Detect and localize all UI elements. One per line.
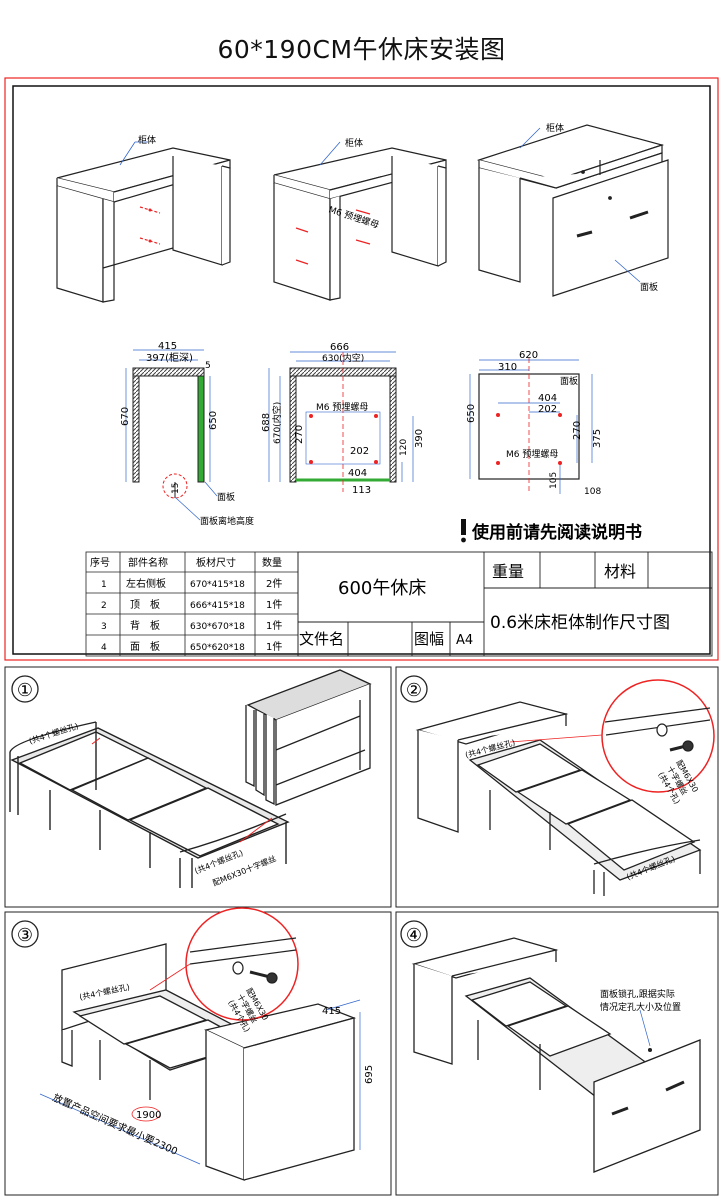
step-2-panel	[395, 666, 719, 908]
dim-5: 5	[205, 361, 211, 371]
dim-650-panel: 650	[466, 404, 477, 423]
cabinet-3d-view-1	[56, 147, 231, 303]
table-cell: 面 板	[130, 640, 160, 653]
table-cell: 2件	[266, 578, 282, 590]
panel-view	[469, 358, 593, 494]
dim-688: 688	[261, 413, 272, 432]
dim-666: 666	[330, 342, 349, 353]
dim-108: 108	[584, 487, 601, 497]
material-label: 材料	[604, 562, 636, 581]
dim-375: 375	[592, 429, 603, 448]
dim-113: 113	[352, 485, 371, 496]
step-1-number: ①	[17, 680, 33, 701]
dim-404-panel: 404	[538, 393, 557, 404]
dim-670-back: 670(内空)	[271, 402, 283, 444]
dim-120: 120	[399, 439, 409, 456]
warning-icon	[461, 519, 466, 535]
table-cell: 666*415*18	[190, 601, 245, 611]
dim-202-panel: 202	[538, 404, 557, 415]
filename-label: 文件名	[299, 630, 344, 648]
step-3-number: ③	[17, 925, 33, 946]
table-cell: 650*620*18	[190, 643, 245, 653]
dim-310: 310	[498, 362, 517, 373]
notice-text: 使用前请先阅读说明书	[471, 522, 642, 543]
table-cell: 1件	[266, 641, 282, 653]
product-name: 600午休床	[338, 578, 426, 599]
step-4-number: ④	[406, 925, 422, 946]
panel-label-ortho: 面板	[560, 375, 578, 387]
spec-sheet	[4, 77, 719, 661]
panel-height-label: 面板离地高度	[200, 515, 254, 527]
step-1-panel	[4, 666, 392, 908]
step-2-number: ②	[406, 680, 422, 701]
drawing-name: 0.6米床柜体制作尺寸图	[490, 613, 670, 633]
table-cell: 顶 板	[130, 598, 160, 611]
table-cell: 1件	[266, 620, 282, 632]
cabinet-label-2: 柜体	[345, 137, 363, 149]
step-3-dim-1900: 1900	[136, 1110, 161, 1121]
table-cell: 1件	[266, 599, 282, 611]
step-3-space-note: 放置产品空间要求最小要2300	[51, 1091, 180, 1158]
sheet-size: A4	[456, 633, 473, 648]
info-block	[297, 551, 713, 657]
panel-label-side: 面板	[217, 491, 235, 503]
dim-670-side: 670	[120, 407, 131, 426]
step-4-note-2: 情况定孔大小及位置	[600, 1001, 681, 1013]
page-title: 60*190CM午休床安装图	[217, 35, 506, 64]
panel-label-3d: 面板	[640, 281, 658, 293]
dim-15: 15	[171, 483, 181, 494]
table-cell: 2	[101, 601, 107, 611]
dim-270-panel: 270	[572, 421, 583, 440]
table-header-no: 序号	[90, 556, 110, 569]
table-header-name: 部件名称	[128, 556, 168, 569]
step-4-panel	[395, 911, 719, 1196]
table-cell: 630*670*18	[190, 622, 245, 632]
dim-202-back: 202	[350, 446, 369, 457]
step-3-panel	[4, 907, 392, 1196]
table-cell: 670*415*18	[190, 580, 245, 590]
dim-397: 397(柜深)	[146, 351, 193, 364]
weight-label: 重量	[492, 562, 524, 581]
dim-270-back: 270	[294, 425, 305, 444]
table-header-qty: 数量	[262, 556, 282, 569]
table-cell: 3	[101, 622, 107, 632]
dim-390: 390	[414, 429, 425, 448]
table-cell: 4	[101, 643, 107, 653]
table-cell: 左右侧板	[126, 577, 166, 590]
cabinet-3d-view-3	[476, 124, 669, 297]
dim-105: 105	[549, 472, 559, 489]
cabinet-label-1: 柜体	[138, 134, 156, 146]
step-4-note-1: 面板锁孔,跟据实际	[600, 988, 675, 1000]
dim-630: 630(内空)	[322, 352, 364, 364]
table-cell: 背 板	[130, 619, 160, 632]
sheet-label: 图幅	[414, 630, 444, 648]
side-view	[125, 349, 211, 499]
cabinet-3d-view-2	[273, 147, 447, 301]
step-3-dim-695: 695	[364, 1065, 375, 1084]
m6-nut-label-panel: M6 预埋螺母	[506, 449, 558, 460]
m6-nut-label-back: M6 预埋螺母	[316, 402, 368, 413]
dim-650-side: 650	[208, 411, 219, 430]
table-cell: 1	[101, 580, 107, 590]
step-3-dim-415: 415	[322, 1006, 341, 1017]
dim-620: 620	[519, 350, 538, 361]
dim-404-back: 404	[348, 468, 367, 479]
back-view	[268, 351, 414, 492]
table-header-size: 板材尺寸	[196, 556, 236, 569]
cabinet-label-3: 柜体	[546, 122, 564, 134]
dim-415-side: 415	[158, 341, 177, 352]
